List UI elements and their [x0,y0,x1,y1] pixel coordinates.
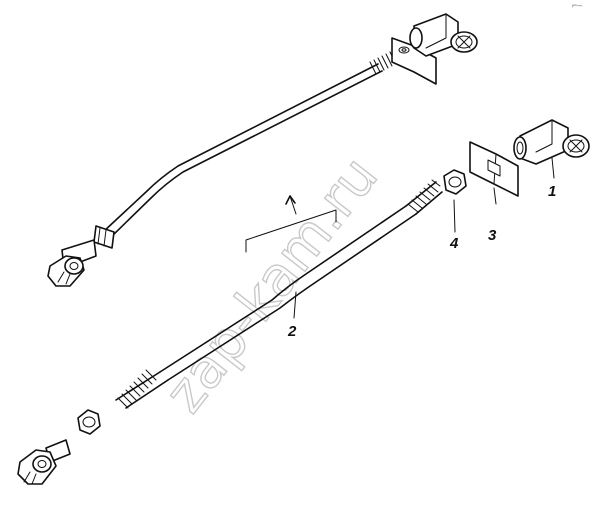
callout-1: 1 [548,183,556,200]
lower-nut [77,409,101,435]
lower-end-fitting [17,439,71,485]
part-3-bracket-plate [469,141,519,205]
assembled-rod-upper [47,13,478,287]
part-2-rod [115,179,443,409]
callout-2: 2 [287,323,297,340]
upper-ball-joint [93,225,115,249]
callout-4: 4 [449,235,459,252]
callout-3: 3 [488,227,497,244]
part-1-pin-clevis [513,119,590,179]
corner-mark: ⌐– [572,0,582,10]
watermark: zap-kam.ru [153,145,390,424]
part-4-nut [443,169,467,233]
